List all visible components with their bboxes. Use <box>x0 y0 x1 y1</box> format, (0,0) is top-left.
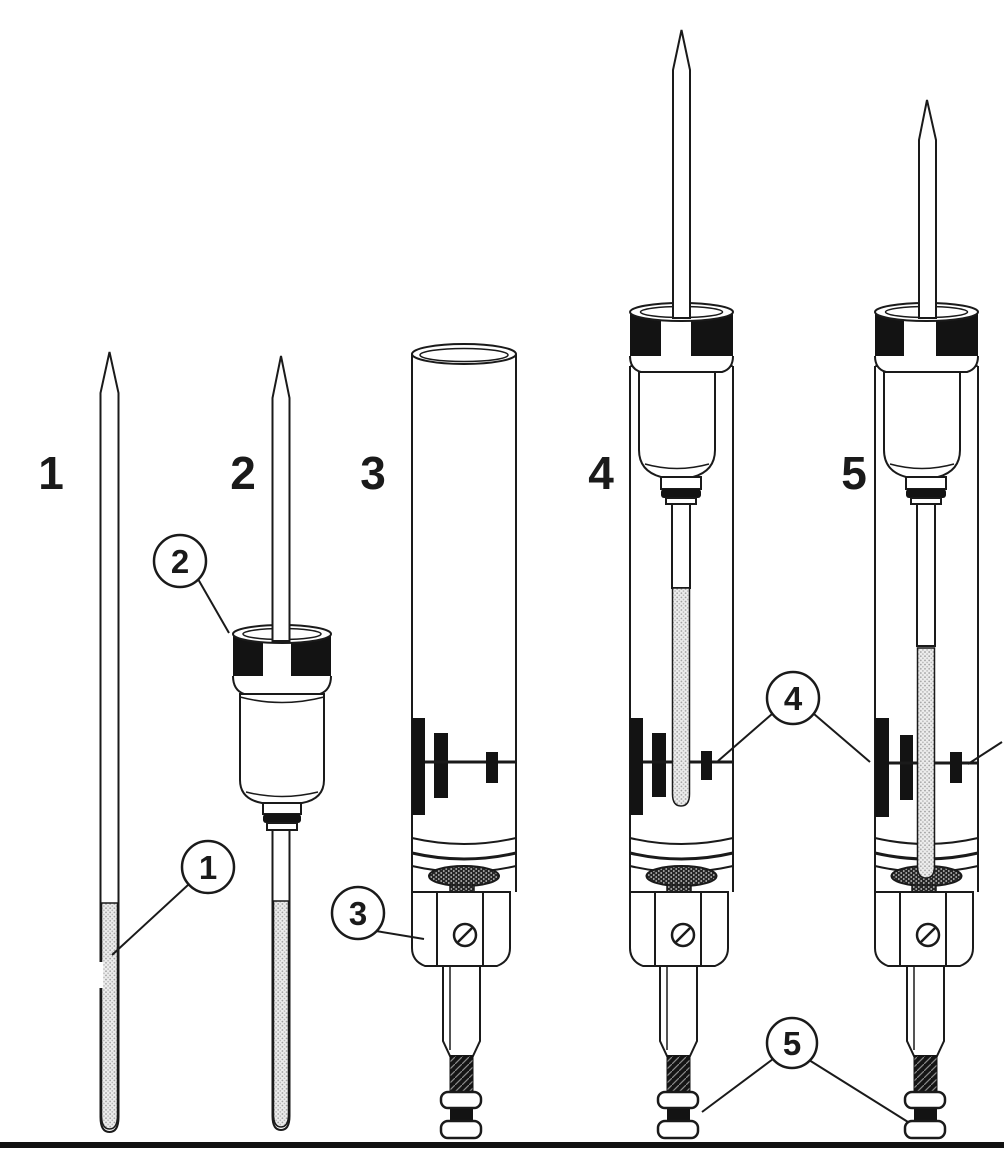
figure-1-label: 1 <box>38 447 64 499</box>
assembly-body <box>638 371 716 478</box>
callout-2: 2 <box>152 533 230 634</box>
washer-bottom <box>439 1119 483 1140</box>
callout-5-number: 5 <box>783 1025 801 1062</box>
plunger-stem <box>442 965 481 1057</box>
callout-2-leader <box>197 578 230 634</box>
gauge-bar-mid <box>652 733 666 797</box>
callout-1: 1 <box>111 839 236 956</box>
barrel-open-top-rim <box>419 347 509 363</box>
figure-3-label: 3 <box>360 447 386 499</box>
plunger-stem <box>906 965 945 1057</box>
threaded-end <box>666 1055 691 1093</box>
callout-3: 3 <box>330 885 425 941</box>
figure-3-holder <box>411 343 517 1140</box>
callout-4-circle <box>765 670 821 726</box>
threaded-end <box>449 1055 474 1093</box>
callout-5-leader-right <box>808 1059 909 1123</box>
gauge-bar-left <box>412 718 425 815</box>
figure-5-assembled-lowered <box>874 99 979 1140</box>
assembly-nozzle <box>905 476 947 490</box>
figure-1-bare-fiber <box>98 351 120 1134</box>
fiber-notch <box>98 962 104 988</box>
figure-5-label: 5 <box>841 447 867 499</box>
hub-cap-lip <box>232 675 332 695</box>
callout-3-circle <box>330 885 386 941</box>
knurled-seal <box>428 865 500 887</box>
gauge-bar-left <box>875 718 889 817</box>
assembly-oring <box>263 814 301 823</box>
barrel-fill <box>413 354 515 892</box>
washer-top <box>439 1090 483 1110</box>
assembly-body-bottom-arc <box>889 463 955 470</box>
gauge-bar-left <box>630 718 643 815</box>
figure-4-assembled-retracted <box>629 29 734 1140</box>
figure-2-fiber-assembly <box>232 355 332 1132</box>
set-screw-slot <box>920 927 936 943</box>
callout-3-leader <box>375 930 425 940</box>
gauge-bar-mid <box>900 735 913 800</box>
callout-5-leader-left <box>701 1058 774 1113</box>
plunger-stem <box>659 965 698 1057</box>
assembly-nozzle <box>262 802 302 815</box>
callout-1-leader <box>111 884 189 956</box>
piercing-needle <box>271 355 291 642</box>
callout-4-number: 4 <box>784 680 803 717</box>
callout-4: 4 <box>717 670 1003 765</box>
assembly-body <box>883 371 961 478</box>
set-screw-slot <box>675 927 691 943</box>
callout-4-leader-right <box>813 713 871 763</box>
collar-arc-2 <box>629 851 734 861</box>
callout-5-circle <box>765 1016 819 1070</box>
callout-1-number: 1 <box>199 849 217 886</box>
inner-tube <box>916 503 936 647</box>
callout-4-leader-far-right <box>967 741 1003 765</box>
gauge-bar-right <box>950 752 962 783</box>
piercing-needle <box>918 99 937 319</box>
sheath-coating <box>272 900 290 1128</box>
collar-arc-2 <box>411 851 517 861</box>
set-screw-slot <box>457 927 473 943</box>
callout-3-number: 3 <box>349 895 367 932</box>
figure-number-labels: 1 2 3 4 5 <box>38 447 867 499</box>
assembly-nozzle <box>660 476 702 490</box>
sheath-coating <box>671 587 691 807</box>
washer-bottom <box>903 1119 947 1140</box>
callout-2-number: 2 <box>171 543 189 580</box>
gauge-bar-mid <box>434 733 448 798</box>
hub-cap-lip <box>629 355 734 373</box>
gauge-bar-right <box>486 752 498 783</box>
washer-top <box>903 1090 947 1110</box>
assembly-oring <box>906 489 946 498</box>
callout-2-circle <box>152 533 208 589</box>
sheath-coating <box>916 647 936 879</box>
bottom-rule <box>0 1142 1004 1148</box>
inner-tube <box>671 503 691 589</box>
assembly-body-top-arc <box>239 696 325 704</box>
assembly-body-bottom-arc <box>644 463 710 470</box>
collar-arc-1 <box>629 837 734 845</box>
hub-cap-lip <box>874 355 979 373</box>
assembly-subring <box>266 822 298 831</box>
figure-2-label: 2 <box>230 447 256 499</box>
assembly-body <box>239 693 325 804</box>
assembly-body-bottom-arc <box>245 791 319 798</box>
collar-arc-1 <box>411 837 517 845</box>
knurled-seal <box>645 865 718 887</box>
fiber-coating <box>100 902 119 1130</box>
gauge-bar-right <box>701 751 712 780</box>
callout-4-leader-left <box>717 713 773 762</box>
threaded-end <box>913 1055 938 1093</box>
figure-4-label: 4 <box>588 447 614 499</box>
washer-bottom <box>656 1119 700 1140</box>
callout-5: 5 <box>701 1016 909 1123</box>
assembly-oring <box>661 489 701 498</box>
piercing-needle <box>672 29 691 319</box>
washer-top <box>656 1090 700 1110</box>
callout-1-circle <box>180 839 236 895</box>
